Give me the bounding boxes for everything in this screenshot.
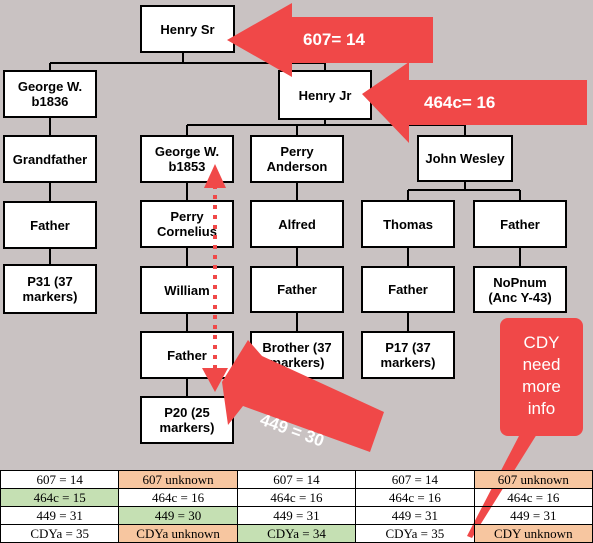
node-father-col3: Father xyxy=(250,266,344,313)
node-brother: Brother (37 markers) xyxy=(250,331,344,379)
node-father-col1: Father xyxy=(3,201,97,249)
tree-connectors xyxy=(49,52,521,396)
table-cell: 607 = 14 xyxy=(236,470,357,489)
node-perry-anderson: Perry Anderson xyxy=(250,135,344,183)
table-cell: CDYa = 35 xyxy=(355,524,475,543)
table-cell: 449 = 30 xyxy=(118,506,238,525)
node-william: William xyxy=(140,266,234,314)
node-grandfather: Grandfather xyxy=(3,135,97,183)
table-cell: 449 = 31 xyxy=(473,506,593,525)
table-cell: 464c = 16 xyxy=(473,488,593,507)
node-perry-cornelius: Perry Cornelius xyxy=(140,200,234,248)
table-cell: CDYa = 35 xyxy=(0,524,120,543)
table-cell: 464c = 16 xyxy=(118,488,238,507)
node-p31: P31 (37 markers) xyxy=(3,264,97,314)
node-henry-jr: Henry Jr xyxy=(278,70,372,120)
connector-henry-sr xyxy=(49,52,326,72)
table-cell: CDYa unknown xyxy=(118,524,238,543)
node-thomas: Thomas xyxy=(361,200,455,248)
table-cell: 464c = 15 xyxy=(0,488,120,507)
table-cell: 449 = 31 xyxy=(355,506,475,525)
table-cell: 464c = 16 xyxy=(236,488,357,507)
node-george-w-b1853: George W. b1853 xyxy=(140,135,234,183)
arrow-464c-label: 464c= 16 xyxy=(424,93,496,112)
node-father-col2: Father xyxy=(140,331,234,379)
connector-henry-jr xyxy=(186,120,466,135)
node-john-wesley: John Wesley xyxy=(417,135,513,182)
node-p17: P17 (37 markers) xyxy=(361,331,455,379)
table-cell: CDYa = 34 xyxy=(236,524,357,543)
connector-john-wesley xyxy=(407,182,521,200)
table-cell: 607 = 14 xyxy=(0,470,120,489)
cdy-callout-text: CDY need more info xyxy=(522,333,561,418)
node-father-col5: Father xyxy=(473,200,567,248)
arrow-607-label: 607= 14 xyxy=(303,30,365,49)
table-cell: CDY unknown xyxy=(473,524,593,543)
table-cell: 607 unknown xyxy=(473,470,593,489)
table-cell: 449 = 31 xyxy=(0,506,120,525)
node-alfred: Alfred xyxy=(250,200,344,248)
node-p20: P20 (25 markers) xyxy=(140,396,234,444)
node-henry-sr: Henry Sr xyxy=(140,5,235,53)
table-cell: 607 = 14 xyxy=(355,470,475,489)
table-cell: 607 unknown xyxy=(118,470,238,489)
node-nopnum: NoPnum (Anc Y-43) xyxy=(473,266,567,313)
node-george-w-b1836: George W. b1836 xyxy=(3,70,97,118)
table-cell: 464c = 16 xyxy=(355,488,475,507)
table-cell: 449 = 31 xyxy=(236,506,357,525)
node-father-col4: Father xyxy=(361,266,455,313)
